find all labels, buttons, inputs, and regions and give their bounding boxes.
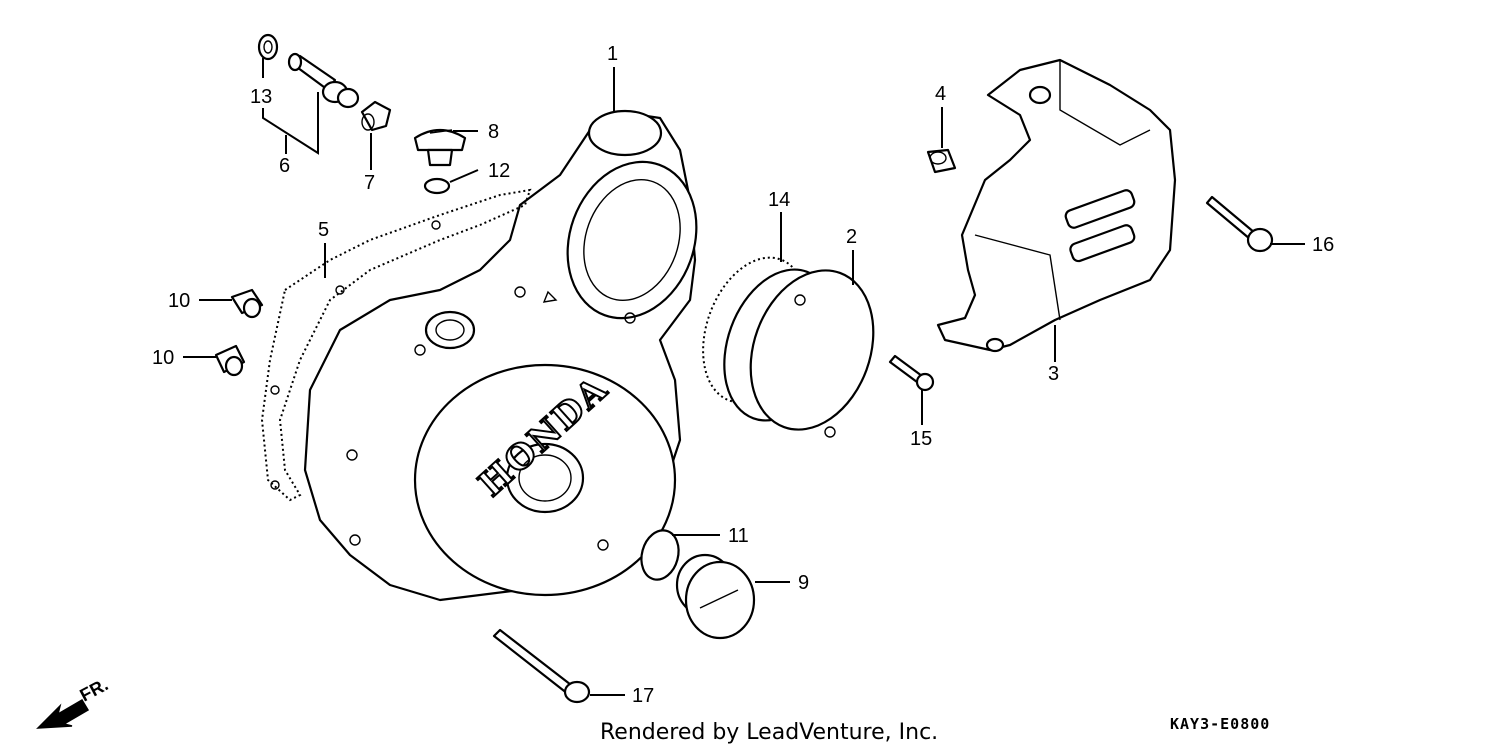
callout-11: 11 [728,525,749,547]
dowel-pin-part-10a[interactable] [230,288,264,319]
callout-8: 8 [488,121,499,143]
leader-lines [183,58,1305,696]
washer-part-13[interactable] [257,33,279,61]
callout-5: 5 [318,219,329,241]
callout-6: 6 [279,155,290,177]
bolt-part-6[interactable] [287,52,360,109]
callout-14: 14 [768,189,790,211]
o-ring-part-11[interactable] [636,526,684,584]
callout-12: 12 [488,160,510,182]
callout-13: 13 [250,86,272,108]
plug-part-8[interactable] [413,128,467,167]
callout-7: 7 [364,172,375,194]
cover-cap-part-2[interactable] [704,253,894,447]
callout-labels: 1 2 3 4 5 6 7 8 9 10 10 11 12 13 14 15 1… [152,43,1334,707]
bolt-part-17[interactable] [492,628,591,704]
callout-15: 15 [910,428,932,450]
callout-10b: 10 [152,347,174,369]
callout-17: 17 [632,685,654,707]
callout-1: 1 [607,43,618,65]
front-direction-indicator: FR. [36,674,111,729]
collar-part-4[interactable] [926,148,957,174]
callout-3: 3 [1048,363,1059,385]
dowel-pin-part-10b[interactable] [214,344,246,377]
callout-9: 9 [798,572,809,594]
spring-part-7[interactable] [360,100,392,132]
callout-4: 4 [935,83,946,105]
callout-10a: 10 [168,290,190,312]
washer-part-12[interactable] [423,177,451,195]
screw-part-15[interactable] [888,354,935,392]
credit-text: Rendered by LeadVenture, Inc. [600,720,938,745]
plug-part-9[interactable] [675,553,756,640]
callout-2: 2 [846,226,857,248]
front-arrow-icon [36,698,90,729]
diagram-code: KAY3-E0800 [1170,715,1270,733]
crankcase-cover-part-1[interactable]: HONDA [303,109,718,602]
bolt-part-16[interactable] [1205,195,1274,253]
sprocket-cover-part-3[interactable] [936,58,1177,353]
callout-16: 16 [1312,234,1334,256]
